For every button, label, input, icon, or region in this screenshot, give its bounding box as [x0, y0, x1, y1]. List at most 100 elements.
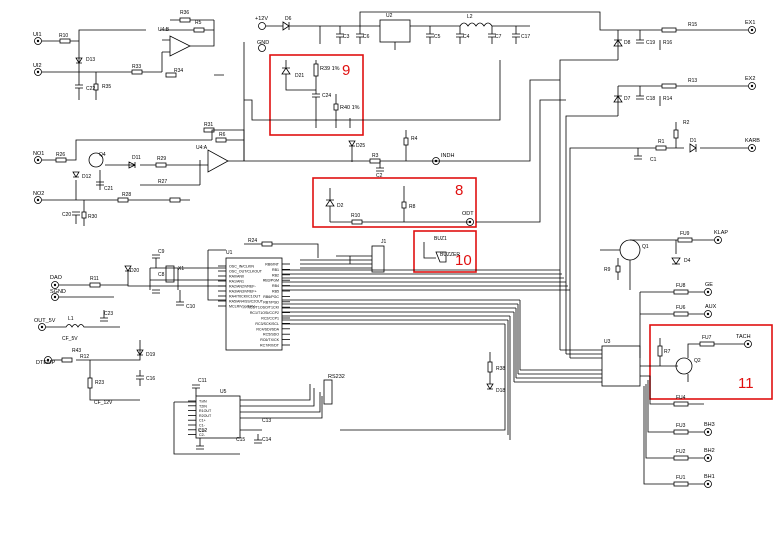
- highlight-11-number: 11: [738, 375, 754, 392]
- r36-label: R36: [180, 10, 189, 16]
- r27-label: R27: [158, 179, 167, 185]
- r40-label: R40 1%: [340, 105, 360, 111]
- x1-crystal: [165, 265, 175, 283]
- bus-wires: [244, 11, 618, 223]
- highlight-box-9: [269, 54, 364, 136]
- klap-output: Q1 FU9 D4 R9 KLAP: [600, 230, 728, 290]
- c8-label: C8: [158, 272, 165, 278]
- r31-label: R31: [204, 122, 213, 128]
- j1-label: J1: [381, 239, 387, 245]
- dao-sgnd: DAO SGND R11: [50, 275, 128, 301]
- bh-outputs: FU4 FU3 BH3 FU2 BH2 FU1 BH1: [640, 375, 715, 488]
- c7-label: C7: [495, 34, 502, 40]
- fu8-label: FU8: [676, 283, 686, 289]
- c14-label: C14: [262, 437, 271, 443]
- r3-label: R3: [372, 153, 379, 159]
- r28-label: R28: [122, 192, 131, 198]
- c20-label: C20: [62, 212, 71, 218]
- port-ui2: UI2: [33, 63, 42, 76]
- c15-label: C15: [236, 437, 245, 443]
- led-d18: R38 D18: [486, 352, 505, 394]
- u1_pins_left-pin: RA4/T0CKI/C1OUT: [229, 295, 261, 299]
- highlight-9-number: 9: [342, 62, 350, 79]
- c5-label: C5: [434, 34, 441, 40]
- l2-inductor: [459, 22, 493, 27]
- fu9-label: FU9: [680, 231, 690, 237]
- d19-label: D19: [146, 352, 155, 358]
- r5-label: R5: [195, 20, 202, 26]
- u1-label: U1: [226, 250, 233, 256]
- r15-label: R15: [688, 22, 697, 28]
- c21-label: C21: [104, 186, 113, 192]
- highlight-box-8: [312, 177, 477, 228]
- indh-label: INDH: [441, 153, 454, 159]
- u5_pins-pin: C1-: [199, 424, 206, 428]
- port-tach-label: TACH: [736, 334, 751, 340]
- port-no2: NO2: [33, 191, 44, 204]
- u1_pins_left-pin: MCLR/Vpp/THV: [229, 305, 255, 309]
- r10b-label: R10: [351, 213, 360, 219]
- cf12v-label: CF_12V: [94, 400, 113, 406]
- buz1-label: BUZ1: [434, 236, 447, 242]
- port-no1: NO1: [33, 151, 44, 164]
- c6-label: C6: [363, 34, 370, 40]
- r23-label: R23: [95, 380, 104, 386]
- r16-label: R16: [663, 40, 672, 46]
- port-out5v-label: OUT_5V: [34, 318, 56, 324]
- d4-label: D4: [684, 258, 691, 264]
- u4a-label: U4:A: [196, 145, 208, 151]
- block-8-odt: 8 D2 R8 R10 ODT: [312, 177, 477, 228]
- d2-label: D2: [337, 203, 344, 209]
- c4-label: C4: [463, 34, 470, 40]
- gnd-label: GND: [257, 40, 269, 46]
- port-no1-label: NO1: [33, 151, 44, 157]
- u5_pins-pin: C1+: [199, 419, 206, 423]
- u1_pins_right-pin: RB2: [272, 273, 279, 277]
- karb-output: R1 R2 D1 C1 KARB: [569, 120, 760, 290]
- u1_pins_right-pin: RC5/SDO: [263, 333, 279, 337]
- q2-label: Q2: [694, 358, 701, 364]
- u5_pins-pin: C2+: [199, 428, 206, 432]
- fu2-label: FU2: [676, 449, 686, 455]
- opamp-section: UI1 UI2 R10 D13 C22 R35 R33 R34 U4:B R36…: [33, 10, 300, 226]
- r12-label: R12: [80, 354, 89, 360]
- u1_pins_right-pin: RC4/SDI/SDA: [256, 327, 279, 331]
- port-ui1-label: UI1: [33, 32, 42, 38]
- u1_pins_left-pin: RA0/AN0: [229, 275, 244, 279]
- r1-label: R1: [658, 139, 665, 145]
- rs232-label: RS232: [328, 374, 345, 380]
- c19-label: C19: [646, 40, 655, 46]
- u1_pins_right-pin: RC3/SCK/SCL: [255, 322, 279, 326]
- r13-label: R13: [688, 78, 697, 84]
- fu6-label: FU6: [676, 305, 686, 311]
- ge-aux-outputs: FU8 FU6 GE AUX: [639, 282, 717, 358]
- r24-label: R24: [248, 238, 257, 244]
- c18-label: C18: [646, 96, 655, 102]
- u1_pins_left-pin: RA3/AN3/VREF+: [229, 290, 257, 294]
- u1_pins_right-pin: RB7/PGD: [263, 300, 279, 304]
- c1-label: C1: [650, 157, 657, 163]
- u4a-opamp: [207, 149, 229, 173]
- d8-label: D8: [624, 40, 631, 46]
- port-bh2-label: BH2: [704, 448, 715, 454]
- r8-label: R8: [409, 204, 416, 210]
- fu7-label: FU7: [702, 335, 712, 341]
- indh-section: D25 R3 R4 C2 INDH: [300, 130, 454, 179]
- u3-label: U3: [604, 339, 611, 345]
- c17-label: C17: [521, 34, 530, 40]
- fu1-label: FU1: [676, 475, 686, 481]
- u1_pins_right-pin: RC6/TX/CK: [260, 338, 279, 342]
- u1_pins_right-pin: RB0/INT: [265, 263, 280, 267]
- out5v-dtemp: OUT_5V L1 CF_5V C23 DTEMP R43 R12 R23 CF…: [34, 310, 155, 406]
- x1-label: X1: [178, 266, 184, 272]
- c23-label: C23: [104, 311, 113, 317]
- r30-label: R30: [88, 214, 97, 220]
- u1_pins_right-pin: RC2/CCP1: [261, 317, 279, 321]
- port-ui2-label: UI2: [33, 63, 42, 69]
- u1_pins_left-pin: RA1/AN1: [229, 280, 244, 284]
- c11-label: C11: [198, 378, 207, 384]
- r39-label: R39 1%: [320, 66, 340, 72]
- u1_pins_right-pin: RC1/T1OSI/CCP2: [250, 311, 279, 315]
- r33-label: R33: [132, 64, 141, 70]
- c2-label: C2: [376, 173, 383, 179]
